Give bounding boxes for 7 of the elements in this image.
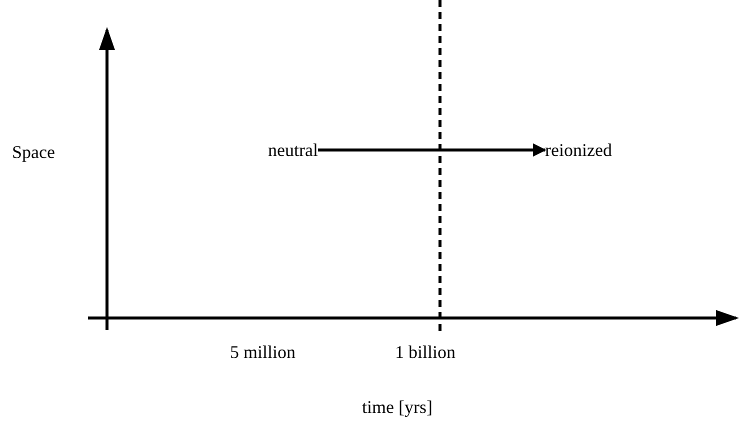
tick-label: 5 million	[230, 341, 296, 363]
arrow	[318, 143, 546, 157]
region-label: neutral	[268, 139, 318, 161]
tick-label: 1 billion	[395, 341, 456, 363]
region-label: reionized	[545, 139, 612, 161]
axis-label: time [yrs]	[362, 396, 432, 418]
axis-label: Space	[12, 141, 55, 163]
